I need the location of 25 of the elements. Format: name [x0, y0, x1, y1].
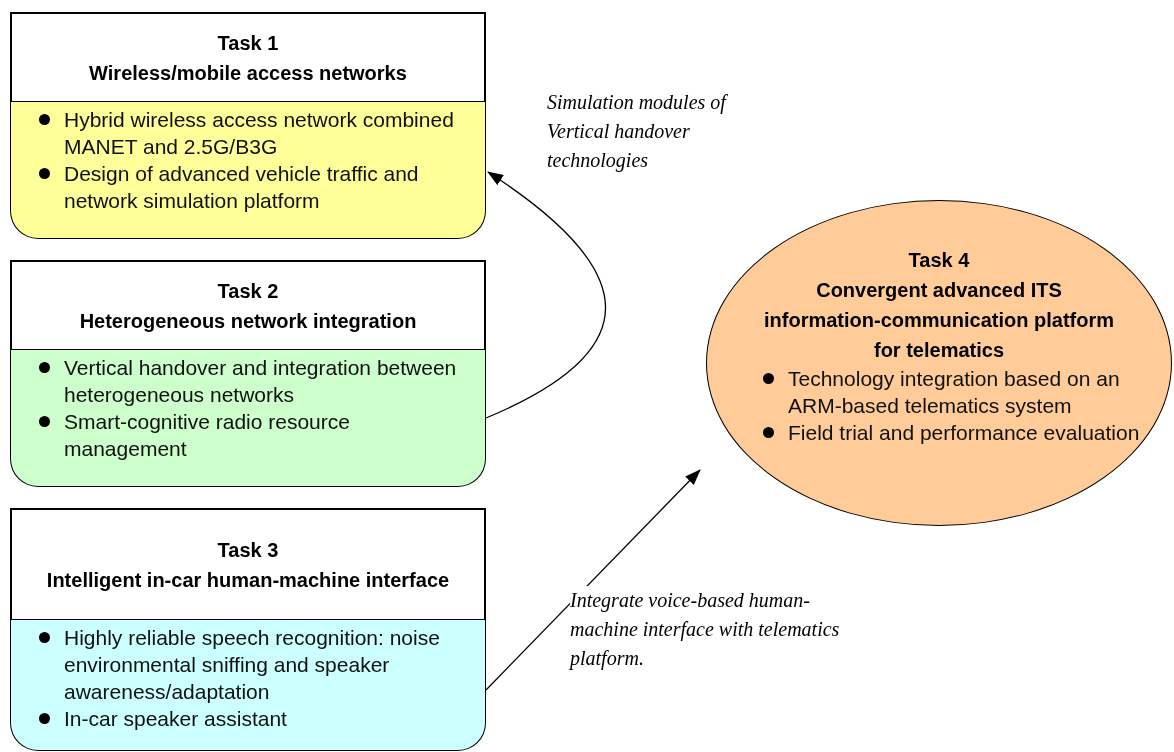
- arrow: [485, 469, 701, 691]
- task-body-box: [10, 102, 486, 239]
- task-body-box: [10, 620, 486, 751]
- bullet-text: Highly reliable speech recognition: noise environmental sniffing and speaker awareness/adaptation: [39, 624, 475, 705]
- bullet-text: Field trial and performance evaluation: [763, 419, 1157, 446]
- task-body-box: [10, 350, 486, 487]
- header-text: Wireless/mobile access networks: [89, 60, 407, 86]
- header-text: Task 1: [217, 30, 279, 56]
- edge-label: Integrate voice-based human-machine interface with telematics platform.: [570, 586, 840, 673]
- header-text: Intelligent in-car human-machine interface: [46, 567, 450, 593]
- header-text: Heterogeneous network integration: [79, 308, 417, 334]
- task-header-box: [10, 12, 486, 103]
- header-text: Task 4: [907, 248, 971, 273]
- bullet-text: In-car speaker assistant: [39, 705, 475, 732]
- bullet-text: Smart-cognitive radio resource management: [39, 408, 475, 462]
- task-header-box: [10, 508, 486, 621]
- bullet-text: Vertical handover and integration between heterogeneous networks: [39, 354, 475, 408]
- header-text: Task 2: [217, 278, 279, 304]
- header-text: Convergent advanced ITS information-communication platform for telematics: [763, 278, 1115, 363]
- bullet-text: Hybrid wireless access network combined MANET and 2.5G/B3G: [39, 106, 475, 160]
- arrow: [485, 171, 607, 419]
- bullet-text: Technology integration based on an ARM-based telematics system: [763, 365, 1157, 419]
- task-header-box: [10, 260, 486, 351]
- header-text: Task 3: [217, 537, 279, 563]
- bullet-text: Design of advanced vehicle traffic and network simulation platform: [39, 160, 475, 214]
